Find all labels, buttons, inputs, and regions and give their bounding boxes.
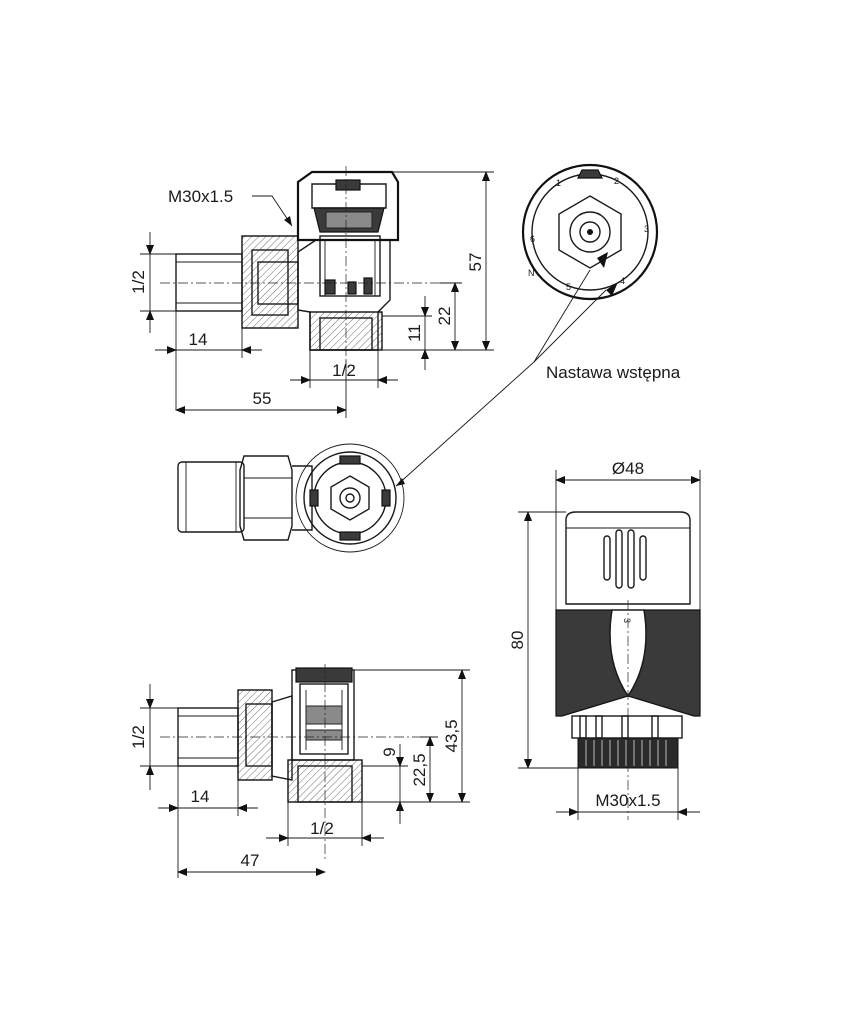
dial-mark-n: N	[528, 268, 535, 278]
top-pipe-dia-label: 1/2	[129, 270, 148, 294]
bottom-outlet-height-label: 22,5	[410, 753, 429, 786]
top-height-label: 57	[466, 253, 485, 272]
top-valve-side-view: 1/2 14 1/2 55 57 22 11 M3	[129, 166, 494, 418]
bottom-nut-len-label: 14	[191, 787, 210, 806]
head-diameter-label: Ø48	[612, 459, 644, 478]
top-outlet-height-label: 22	[435, 307, 454, 326]
dial-mark-6: 6	[530, 234, 535, 244]
preset-dial-view: 1 2 3 4 5 6 N Nastawa wstępna	[395, 163, 681, 487]
preset-label: Nastawa wstępna	[546, 363, 681, 382]
bottom-outlet-offset-label: 9	[380, 747, 399, 756]
head-height-label: 80	[508, 631, 527, 650]
dial-mark-4: 4	[620, 276, 625, 286]
dial-mark-5: 5	[566, 282, 571, 292]
bottom-height-label: 43,5	[442, 719, 461, 752]
bottom-outlet-dia-label: 1/2	[310, 819, 334, 838]
top-outlet-dia-label: 1/2	[332, 361, 356, 380]
valve-top-down-view	[177, 443, 405, 553]
top-outlet-offset-label: 11	[405, 324, 424, 342]
bottom-total-len-label: 47	[241, 851, 260, 870]
bottom-valve-side-view: 1/2 14 1/2 47 43,5 22,5 9	[129, 664, 470, 878]
dial-mark-2: 2	[614, 176, 619, 186]
head-thread-label: M30x1.5	[595, 791, 660, 810]
dial-mark-1: 1	[556, 178, 561, 188]
bottom-pipe-dia-label: 1/2	[129, 725, 148, 749]
head-knob-mark: 3	[622, 618, 632, 623]
thermostatic-head-view: 3 Ø48 80	[508, 459, 701, 820]
top-nut-len-label: 14	[189, 330, 208, 349]
top-total-len-label: 55	[253, 389, 272, 408]
dial-mark-3: 3	[644, 224, 649, 234]
top-thread-label: M30x1.5	[168, 187, 233, 206]
